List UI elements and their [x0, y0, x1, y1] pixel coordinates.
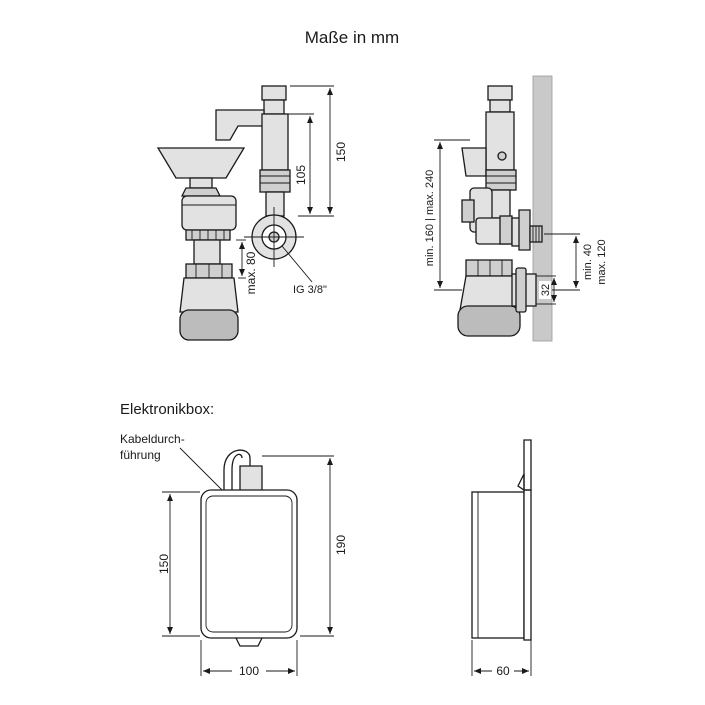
dim-wall-range: min. 160 | max. 240 — [424, 170, 436, 266]
dim-wall-min: min. 40 — [582, 244, 594, 280]
cable-label-line2: führung — [120, 448, 161, 462]
electronics-box-front: Kabeldurch- führung 150 190 100 — [120, 432, 348, 678]
dim-wall-max: max. 120 — [596, 239, 608, 284]
section-heading-electronics: Elektronikbox: — [120, 401, 214, 418]
wall — [532, 75, 553, 342]
dim-box-inner-height: 150 — [157, 554, 171, 574]
page-title: Maße in mm — [305, 28, 399, 47]
box-outer — [200, 489, 298, 639]
dim-siphon-max: max. 80 — [244, 251, 258, 294]
cable-label-line1: Kabeldurch- — [120, 432, 185, 446]
dim-tap-height: 150 — [334, 142, 348, 162]
dim-tap-inner: 105 — [294, 165, 308, 185]
box-inner — [205, 495, 293, 633]
dim-box-width: 100 — [239, 664, 259, 678]
dim-box-depth: 60 — [496, 664, 510, 678]
box-side-body — [471, 491, 525, 639]
front-view: 150 105 max. 80 IG 3/8" — [156, 85, 348, 341]
side-view: min. 160 | max. 240 min. 40 max. 120 32 — [424, 75, 608, 342]
dim-box-height: 190 — [334, 535, 348, 555]
dim-pipe: 32 — [540, 284, 552, 296]
thread-label: IG 3/8" — [293, 284, 327, 296]
electronics-box-side: 60 — [471, 439, 532, 678]
